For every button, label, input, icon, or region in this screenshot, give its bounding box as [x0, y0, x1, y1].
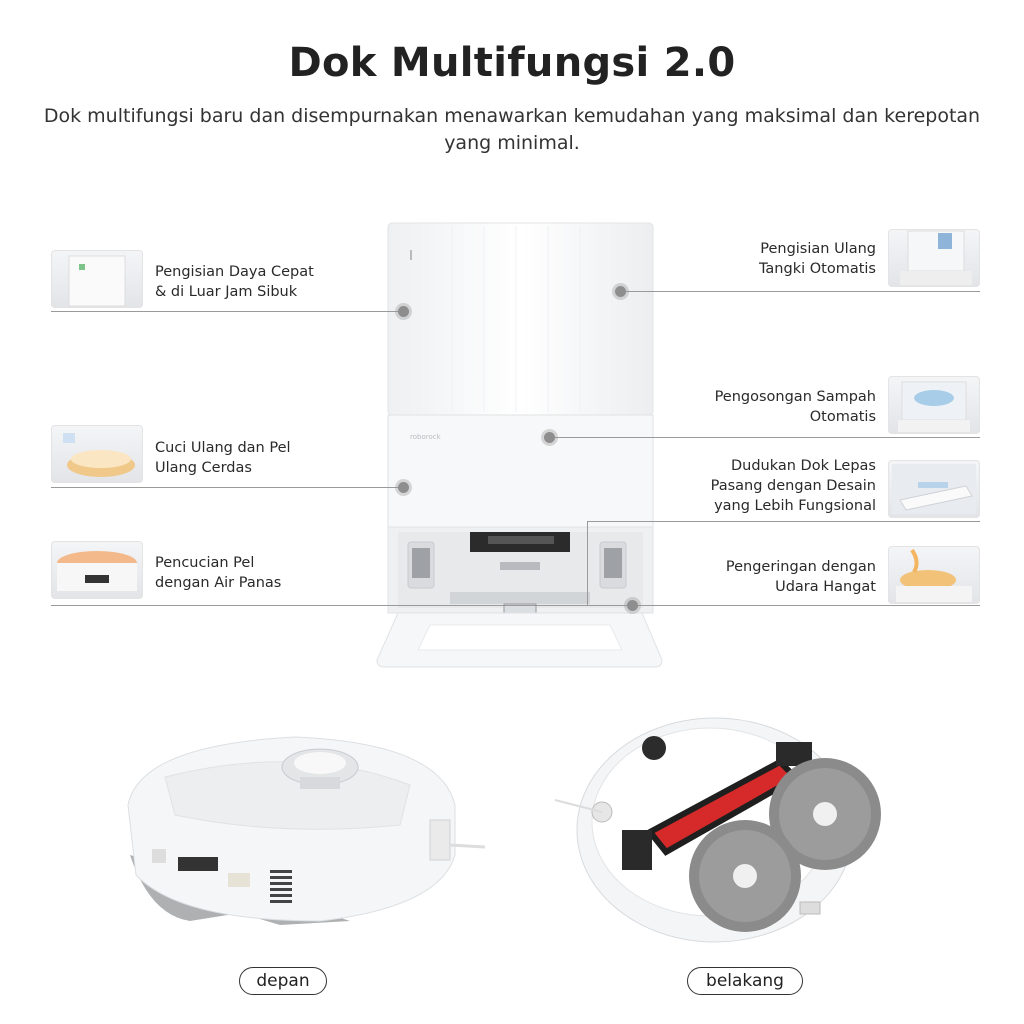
callout-dot — [615, 286, 626, 297]
callout-line — [51, 605, 633, 606]
feature-auto-refill: Pengisian Ulang Tangki Otomatis — [758, 241, 876, 277]
callout-line — [633, 605, 980, 606]
page-subtitle: Dok multifungsi baru dan disempurnakan m… — [43, 105, 981, 154]
feature-hot-water-wash: Pencucian Pel dengan Air Panas — [155, 555, 282, 591]
thumb-smart-rewash — [51, 425, 143, 483]
callout-dot — [627, 600, 638, 611]
label-front-view: depan — [239, 967, 327, 995]
callout-line — [51, 487, 404, 488]
robot-back-illustration — [554, 717, 881, 943]
callout-line — [587, 521, 588, 605]
feature-auto-empty: Pengosongan Sampah Otomatis — [714, 389, 876, 425]
thumb-auto-empty — [888, 376, 980, 434]
thumb-auto-refill — [888, 229, 980, 287]
feature-smart-rewash: Cuci Ulang dan Pel Ulang Cerdas — [155, 440, 291, 476]
thumb-fast-charging — [51, 250, 143, 308]
page-title: Dok Multifungsi 2.0 — [288, 40, 736, 86]
callout-dot — [398, 482, 409, 493]
callout-line — [587, 521, 980, 522]
feature-fast-charging: Pengisian Daya Cepat & di Luar Jam Sibuk — [155, 264, 314, 300]
callout-line — [51, 311, 404, 312]
dock-illustration: roborock — [376, 222, 663, 668]
callout-line — [621, 291, 980, 292]
callout-dot — [544, 432, 555, 443]
feature-warm-air-dry: Pengeringan dengan Udara Hangat — [725, 559, 876, 595]
callout-dot — [398, 306, 409, 317]
robot-front-illustration — [127, 736, 486, 925]
thumb-warm-air-dry — [888, 546, 980, 604]
callout-line — [550, 437, 980, 438]
dock-brand-label: roborock — [410, 433, 442, 441]
label-back-view: belakang — [687, 967, 803, 995]
thumb-detachable-mount — [888, 460, 980, 518]
thumb-hot-water-wash — [51, 541, 143, 599]
feature-detachable-mount: Dudukan Dok Lepas Pasang dengan Desain y… — [710, 458, 876, 514]
